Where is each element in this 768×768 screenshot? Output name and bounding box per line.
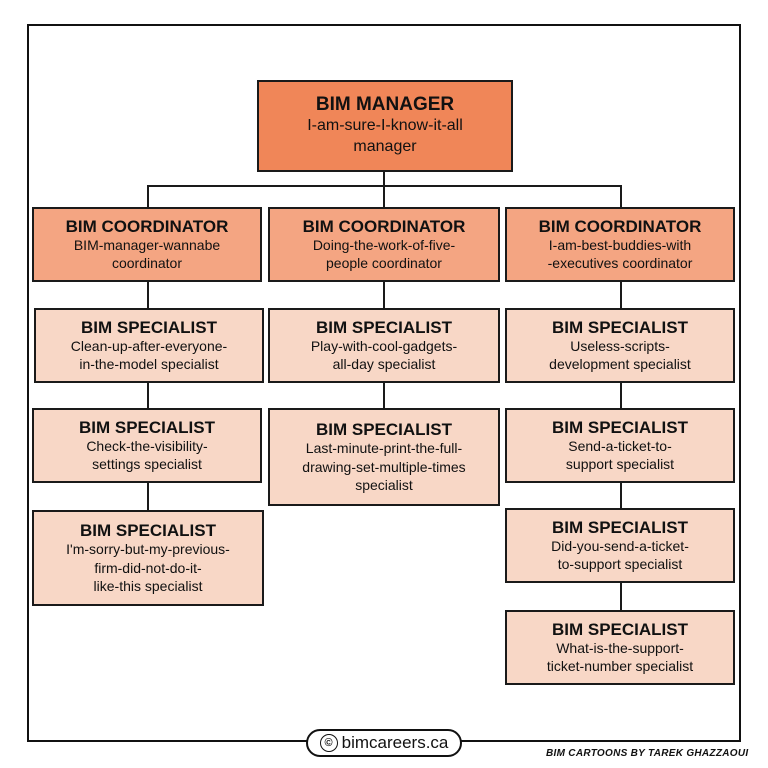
specialist-desc-line: Useless-scripts- xyxy=(570,338,670,355)
coordinator-desc-line: coordinator xyxy=(111,255,183,272)
bim-manager-box: BIM MANAGER I-am-sure-I-know-it-all mana… xyxy=(257,80,513,172)
specialist-desc-line: development specialist xyxy=(549,356,691,373)
site-badge: © bimcareers.ca xyxy=(306,729,462,757)
specialist-desc-line: Clean-up-after-everyone- xyxy=(70,338,228,355)
specialist-desc-line: specialist xyxy=(355,476,413,493)
site-name: bimcareers.ca xyxy=(341,733,449,752)
specialist-desc-line: Play-with-cool-gadgets- xyxy=(310,338,458,355)
connector-manager-down xyxy=(383,172,385,186)
bim-specialist-box-3-1: BIM SPECIALIST Useless-scripts- developm… xyxy=(505,308,735,383)
bim-specialist-box-1-3: BIM SPECIALIST I'm-sorry-but-my-previous… xyxy=(32,510,264,606)
bim-manager-desc-line: manager xyxy=(353,137,417,155)
bim-specialist-box-3-3: BIM SPECIALIST Did-you-send-a-ticket- to… xyxy=(505,508,735,583)
coordinator-title: BIM COORDINATOR xyxy=(302,216,466,236)
artist-credit: BIM CARTOONS BY TAREK GHAZZAOUI xyxy=(546,748,749,759)
specialist-desc-line: Send-a-ticket-to- xyxy=(568,438,672,455)
specialist-desc-line: like-this specialist xyxy=(93,577,203,594)
specialist-desc-line: support specialist xyxy=(565,456,675,473)
bim-manager-title: BIM MANAGER xyxy=(315,94,455,116)
connector-col3-down xyxy=(620,185,622,207)
bim-specialist-box-1-1: BIM SPECIALIST Clean-up-after-everyone- … xyxy=(34,308,264,383)
bim-specialist-box-2-2: BIM SPECIALIST Last-minute-print-the-ful… xyxy=(268,408,500,506)
specialist-desc-line: in-the-model specialist xyxy=(79,356,219,373)
specialist-title: BIM SPECIALIST xyxy=(80,317,217,337)
bim-specialist-box-1-2: BIM SPECIALIST Check-the-visibility- set… xyxy=(32,408,262,483)
connector-col2-down xyxy=(383,185,385,207)
specialist-title: BIM SPECIALIST xyxy=(551,417,688,437)
coordinator-desc-line: people coordinator xyxy=(326,255,442,272)
bim-coordinator-box-3: BIM COORDINATOR I-am-best-buddies-with -… xyxy=(505,207,735,282)
coordinator-desc-line: -executives coordinator xyxy=(547,255,693,272)
bim-coordinator-box-2: BIM COORDINATOR Doing-the-work-of-five- … xyxy=(268,207,500,282)
specialist-desc-line: ticket-number specialist xyxy=(546,658,694,675)
specialist-desc-line: Last-minute-print-the-full- xyxy=(305,440,463,457)
specialist-desc-line: I'm-sorry-but-my-previous- xyxy=(66,541,230,558)
specialist-desc-line: to-support specialist xyxy=(557,556,683,573)
specialist-title: BIM SPECIALIST xyxy=(551,317,688,337)
specialist-desc-line: What-is-the-support- xyxy=(556,640,684,657)
copyright-icon: © xyxy=(319,734,338,752)
specialist-title: BIM SPECIALIST xyxy=(551,517,688,537)
coordinator-title: BIM COORDINATOR xyxy=(538,216,702,236)
specialist-title: BIM SPECIALIST xyxy=(315,419,452,439)
specialist-desc-line: drawing-set-multiple-times xyxy=(302,458,466,475)
specialist-desc-line: all-day specialist xyxy=(332,356,436,373)
specialist-title: BIM SPECIALIST xyxy=(78,417,215,437)
specialist-title: BIM SPECIALIST xyxy=(551,619,688,639)
coordinator-title: BIM COORDINATOR xyxy=(65,216,229,236)
coordinator-desc-line: BIM-manager-wannabe xyxy=(73,237,221,254)
bim-manager-desc-line: I-am-sure-I-know-it-all xyxy=(307,117,463,135)
specialist-title: BIM SPECIALIST xyxy=(79,520,216,540)
specialist-desc-line: Did-you-send-a-ticket- xyxy=(551,538,689,555)
specialist-desc-line: settings specialist xyxy=(92,456,202,473)
bim-specialist-box-3-4: BIM SPECIALIST What-is-the-support- tick… xyxy=(505,610,735,685)
connector-col1-spine xyxy=(147,282,149,512)
bim-coordinator-box-1: BIM COORDINATOR BIM-manager-wannabe coor… xyxy=(32,207,262,282)
bim-specialist-box-3-2: BIM SPECIALIST Send-a-ticket-to- support… xyxy=(505,408,735,483)
coordinator-desc-line: I-am-best-buddies-with xyxy=(548,237,692,254)
specialist-desc-line: firm-did-not-do-it- xyxy=(94,559,202,576)
bim-specialist-box-2-1: BIM SPECIALIST Play-with-cool-gadgets- a… xyxy=(268,308,500,383)
connector-col1-down xyxy=(147,185,149,207)
specialist-desc-line: Check-the-visibility- xyxy=(86,438,208,455)
specialist-title: BIM SPECIALIST xyxy=(315,317,452,337)
coordinator-desc-line: Doing-the-work-of-five- xyxy=(312,237,456,254)
